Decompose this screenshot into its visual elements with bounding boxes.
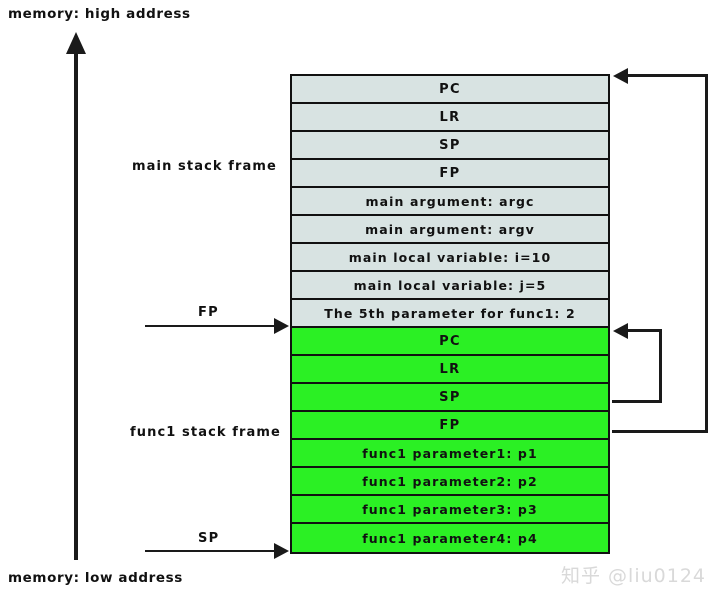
stack-row: The 5th parameter for func1: 2 bbox=[292, 300, 608, 328]
watermark: 知乎 @liu0124 bbox=[561, 565, 706, 587]
stack-row: PC bbox=[292, 328, 608, 356]
stack-row: func1 parameter2: p2 bbox=[292, 468, 608, 496]
stack-row: LR bbox=[292, 356, 608, 384]
func1-return-pointer-bottom-segment bbox=[612, 400, 661, 403]
fp-pointer-line bbox=[145, 324, 276, 328]
sp-pointer-line bbox=[145, 549, 276, 553]
main-return-pointer-arrow-icon bbox=[613, 68, 628, 84]
func1-return-pointer-arrow-icon bbox=[613, 323, 628, 339]
stack-row: func1 parameter1: p1 bbox=[292, 440, 608, 468]
stack-row: main local variable: i=10 bbox=[292, 244, 608, 272]
stack-row: main argument: argc bbox=[292, 188, 608, 216]
stack-row: SP bbox=[292, 384, 608, 412]
memory-axis-line bbox=[74, 40, 78, 560]
main-return-pointer-top-segment bbox=[628, 74, 708, 77]
memory-high-address-label: memory: high address bbox=[8, 6, 191, 22]
main-stack-frame-label: main stack frame bbox=[132, 159, 277, 174]
main-return-pointer-bottom-segment bbox=[612, 430, 708, 433]
memory-low-address-label: memory: low address bbox=[8, 570, 183, 586]
func1-return-pointer-top-segment bbox=[628, 329, 662, 332]
stack-row: FP bbox=[292, 412, 608, 440]
stack-row: FP bbox=[292, 160, 608, 188]
sp-pointer-label: SP bbox=[198, 531, 220, 546]
stack-row: main local variable: j=5 bbox=[292, 272, 608, 300]
stack-row: LR bbox=[292, 104, 608, 132]
fp-pointer-label: FP bbox=[198, 305, 219, 320]
func1-stack-frame-label: func1 stack frame bbox=[130, 425, 281, 440]
stack-row: PC bbox=[292, 76, 608, 104]
sp-pointer-arrow-icon bbox=[274, 543, 289, 559]
fp-pointer-arrow-icon bbox=[274, 318, 289, 334]
stack-row: func1 parameter4: p4 bbox=[292, 524, 608, 552]
stack-row: func1 parameter3: p3 bbox=[292, 496, 608, 524]
stack-row: SP bbox=[292, 132, 608, 160]
main-return-pointer-vertical-segment bbox=[705, 74, 708, 433]
stack-row: main argument: argv bbox=[292, 216, 608, 244]
func1-return-pointer-vertical-segment bbox=[659, 329, 662, 403]
